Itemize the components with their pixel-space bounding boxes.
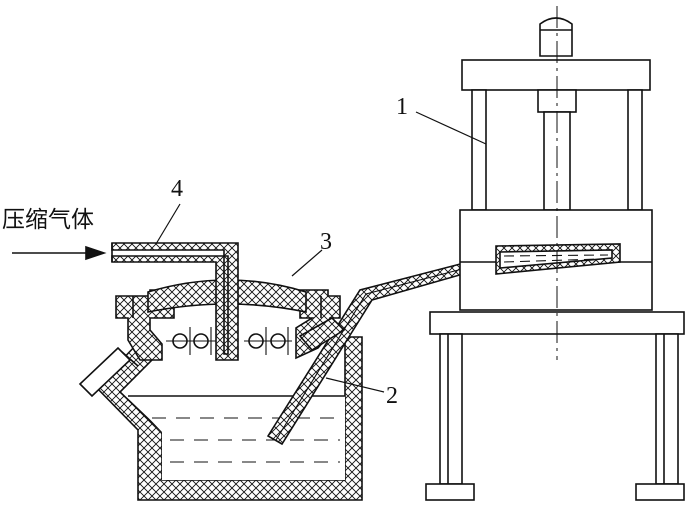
leader-lines [155,111,487,393]
callout-3: 3 [320,229,332,255]
compressed-gas-label: 压缩气体 [2,207,94,233]
press-cylinder-cap [539,17,573,57]
gas-arrow [12,245,107,261]
gas-pipe [111,242,239,361]
press-frame [425,17,685,501]
riser-flange [298,317,346,352]
press-column-right [627,89,643,211]
callout-4: 4 [171,176,183,202]
metal-dash-lines [152,417,340,463]
press-leg-right [655,333,679,485]
press-top-beam [461,59,651,91]
press-column-left [471,89,487,211]
callout-1: 1 [396,94,408,120]
press-leg-left [439,333,463,485]
press-foot-right [635,483,685,501]
callout-2: 2 [386,383,398,409]
press-foot-left [425,483,475,501]
side-port [78,346,139,398]
